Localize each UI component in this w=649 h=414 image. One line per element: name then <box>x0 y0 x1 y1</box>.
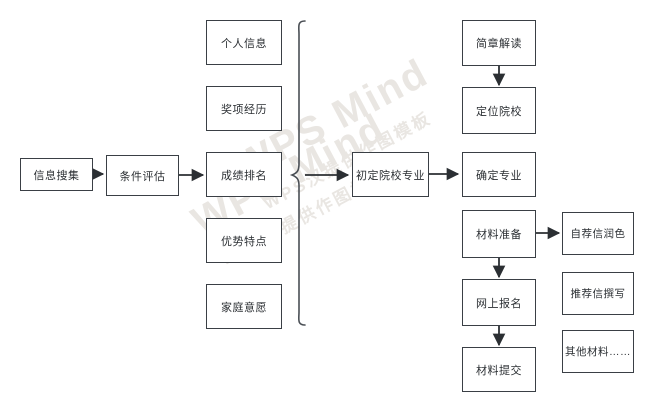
node-start-label: 信息搜集 <box>33 169 80 182</box>
node-strength-traits-label: 优势特点 <box>221 235 267 248</box>
node-prepare-materials-label: 材料准备 <box>476 229 522 241</box>
node-family-preference[interactable]: 家庭意愿 <box>206 284 282 329</box>
node-other-materials-label: 其他材料…… <box>565 346 631 358</box>
node-condition-evaluation-label: 条件评估 <box>119 170 166 183</box>
node-self-recommendation-letter-label: 自荐信润色 <box>570 228 626 240</box>
node-preliminary-school-major-label: 初定院校专业 <box>356 169 425 182</box>
node-submit-materials-label: 材料提交 <box>476 364 522 377</box>
node-read-guide[interactable]: 简章解读 <box>462 20 536 66</box>
node-read-guide-label: 简章解读 <box>476 38 522 50</box>
node-grade-ranking-label: 成绩排名 <box>221 169 267 182</box>
node-family-preference-label: 家庭意愿 <box>221 301 267 314</box>
node-locate-school-label: 定位院校 <box>476 105 522 118</box>
node-strength-traits[interactable]: 优势特点 <box>206 218 282 263</box>
node-condition-evaluation[interactable]: 条件评估 <box>106 155 179 196</box>
node-grade-ranking[interactable]: 成绩排名 <box>206 152 282 197</box>
node-online-apply-label: 网上报名 <box>476 297 522 310</box>
node-recommendation-letter[interactable]: 推荐信撰写 <box>562 272 634 315</box>
node-online-apply[interactable]: 网上报名 <box>462 279 536 326</box>
node-recommendation-letter-label: 推荐信撰写 <box>570 288 626 300</box>
node-award-experience-label: 奖项经历 <box>221 103 267 116</box>
node-submit-materials[interactable]: 材料提交 <box>462 347 536 392</box>
node-award-experience[interactable]: 奖项经历 <box>206 86 282 131</box>
node-personal-info[interactable]: 个人信息 <box>206 20 282 65</box>
node-preliminary-school-major[interactable]: 初定院校专业 <box>352 152 429 197</box>
node-confirm-major[interactable]: 确定专业 <box>462 152 536 197</box>
node-locate-school[interactable]: 定位院校 <box>462 87 536 134</box>
node-confirm-major-label: 确定专业 <box>476 169 522 182</box>
node-personal-info-label: 个人信息 <box>221 37 267 50</box>
node-other-materials[interactable]: 其他材料…… <box>562 330 634 373</box>
node-self-recommendation-letter[interactable]: 自荐信润色 <box>562 212 634 255</box>
node-start[interactable]: 信息搜集 <box>20 158 93 191</box>
node-prepare-materials[interactable]: 材料准备 <box>462 210 536 258</box>
